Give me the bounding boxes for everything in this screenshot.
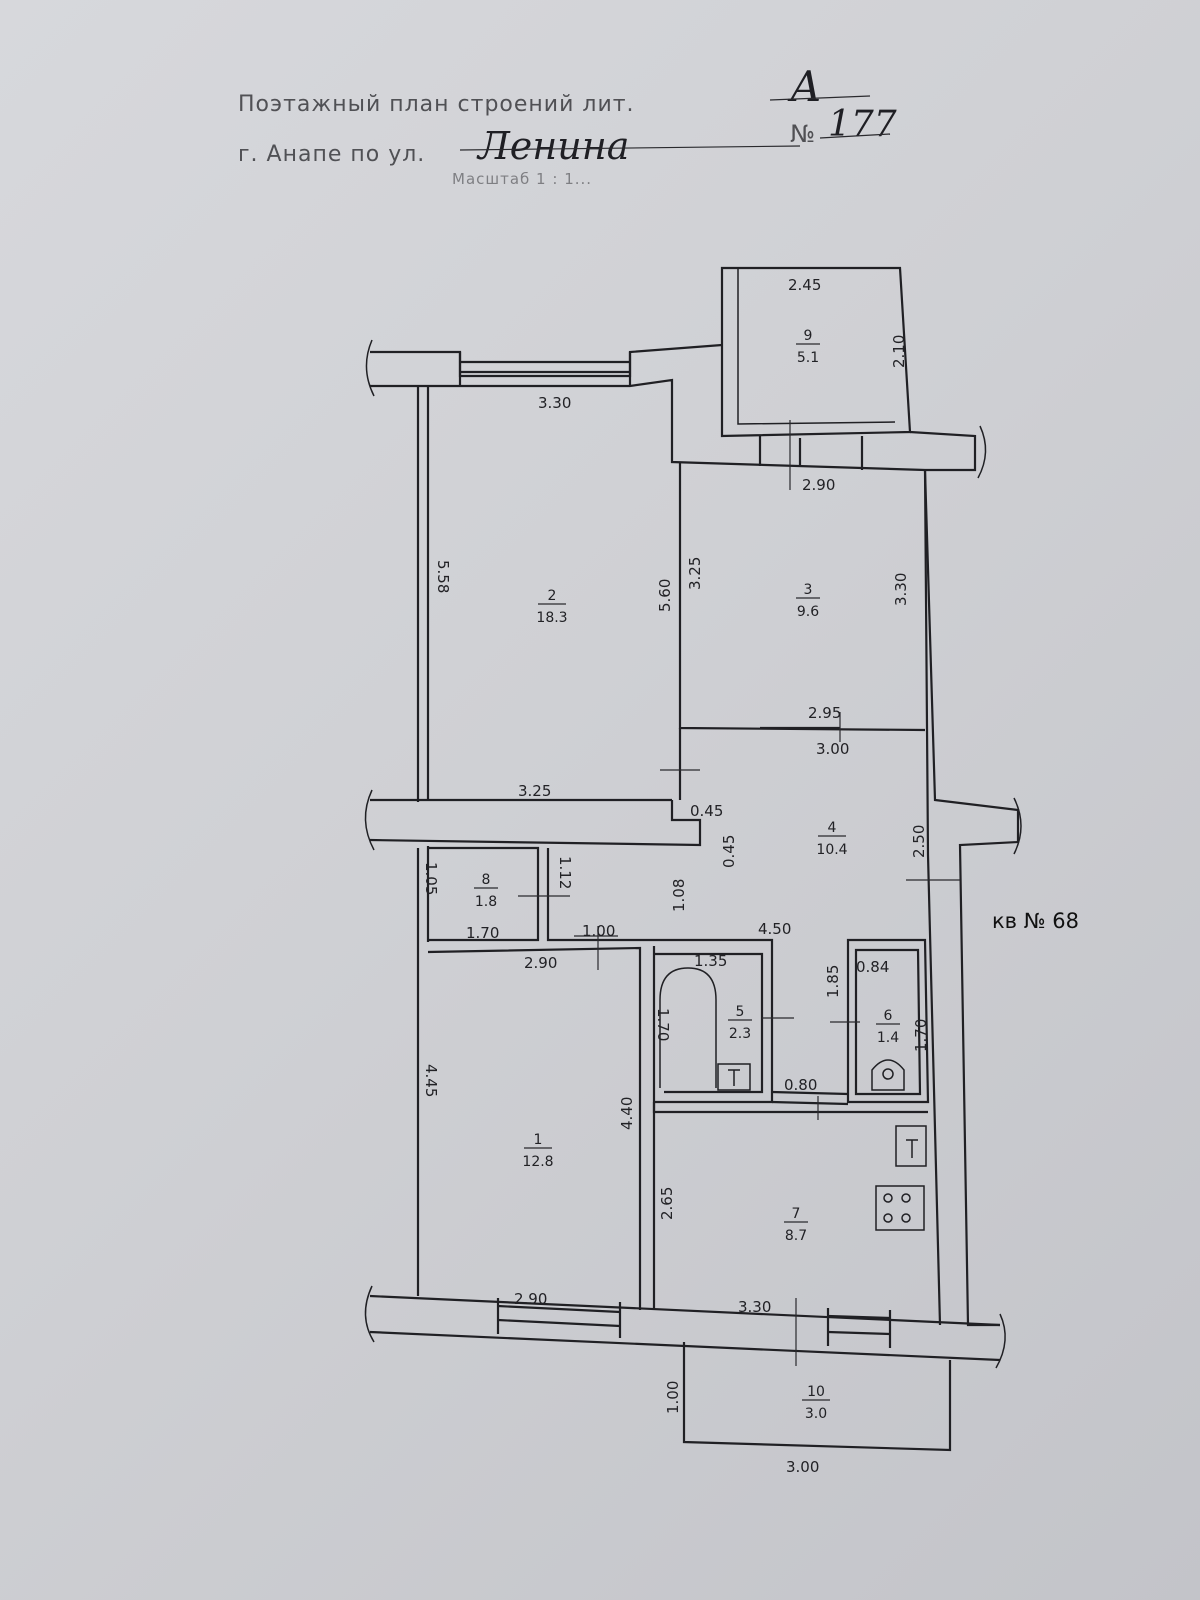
dim-label: 1.85 [824,965,842,998]
wall-break-marks [364,339,1022,1369]
room-3-number: 3 [804,582,813,598]
room-10-area: 3.0 [805,1406,827,1422]
room-4-area: 10.4 [816,842,847,858]
interior-walls [427,462,930,1310]
stove-icon [875,1185,925,1231]
dim-label: 2.10 [890,335,908,368]
room-7-area: 8.7 [785,1228,807,1244]
room-1-number: 1 [534,1132,543,1148]
header-street: Ленина [478,124,630,168]
dimension-labels: 2.45 2.10 3.30 2.90 5.58 5.60 3.25 3.30 … [422,276,930,1476]
dim-label: 2.90 [524,954,557,972]
room-1-area: 12.8 [522,1154,553,1170]
room-4-number: 4 [828,820,837,836]
dim-label: 1.08 [670,879,688,912]
dim-label: 2.90 [802,476,835,494]
dim-label: 1.00 [582,922,615,940]
dim-label: 4.45 [422,1064,440,1097]
dim-label: 0.45 [690,802,723,820]
dim-label: 1.70 [654,1008,672,1041]
dim-label: 0.84 [856,958,889,976]
dim-label: 1.35 [694,952,727,970]
dim-label: 3.25 [686,557,704,590]
room-6-area: 1.4 [877,1030,899,1046]
dim-label: 3.25 [518,782,551,800]
room-2-number: 2 [548,588,557,604]
header-house-number: 177 [828,104,897,145]
dim-label: 1.12 [556,856,574,889]
dim-label: 2.50 [910,825,928,858]
boiler-icon [895,1125,927,1167]
dim-label: 2.65 [658,1187,676,1220]
water-heater-icon [717,1063,751,1091]
room-10-number: 10 [807,1384,825,1400]
opening-marks [518,420,960,1366]
dim-label: 1.00 [664,1381,682,1414]
room-5-area: 2.3 [729,1026,751,1042]
dim-label: 0.45 [720,835,738,868]
header-litera: А [790,62,822,111]
header-scale: Масштаб 1 : 1... [452,170,593,188]
dim-label: 0.80 [784,1076,817,1094]
dim-label: 3.30 [892,573,910,606]
header-title-line: Поэтажный план строений лит. [238,92,635,117]
room-6-number: 6 [884,1008,893,1024]
room-2-area: 18.3 [536,610,567,626]
room-labels: 9 5.1 2 18.3 3 9.6 4 10.4 8 1.8 5 2.3 6 … [474,328,900,1422]
dim-label: 5.60 [656,579,674,612]
apartment-label: кв № 68 [992,909,1079,933]
dim-label: 1.05 [422,862,440,895]
number-underline [819,133,891,139]
room-3-area: 9.6 [797,604,819,620]
dim-label: 1.70 [466,924,499,942]
header-address-line: г. Анапе по ул. [238,142,426,167]
room-7-number: 7 [792,1206,801,1222]
room-8-number: 8 [482,872,491,888]
dim-label: 2.45 [788,276,821,294]
street-underline [459,145,801,151]
fixtures [659,967,927,1231]
dim-label: 1.70 [912,1019,930,1052]
room-5-number: 5 [736,1004,745,1020]
dim-label: 3.00 [816,740,849,758]
room-8-area: 1.8 [475,894,497,910]
toilet-icon [871,1059,905,1091]
dim-label: 3.00 [786,1458,819,1476]
dim-label: 3.30 [538,394,571,412]
outer-walls [369,266,1020,1452]
dim-label: 5.58 [434,560,452,593]
dim-label: 4.40 [618,1097,636,1130]
room-9-area: 5.1 [797,350,819,366]
bathtub-icon [659,967,717,1088]
litera-underline [769,95,871,101]
dim-label: 4.50 [758,920,791,938]
dim-label: 3.30 [738,1298,771,1316]
dim-label: 2.90 [514,1290,547,1308]
room-9-number: 9 [804,328,813,344]
dim-label: 2.95 [808,704,841,722]
header-number-prefix: № [790,120,816,148]
